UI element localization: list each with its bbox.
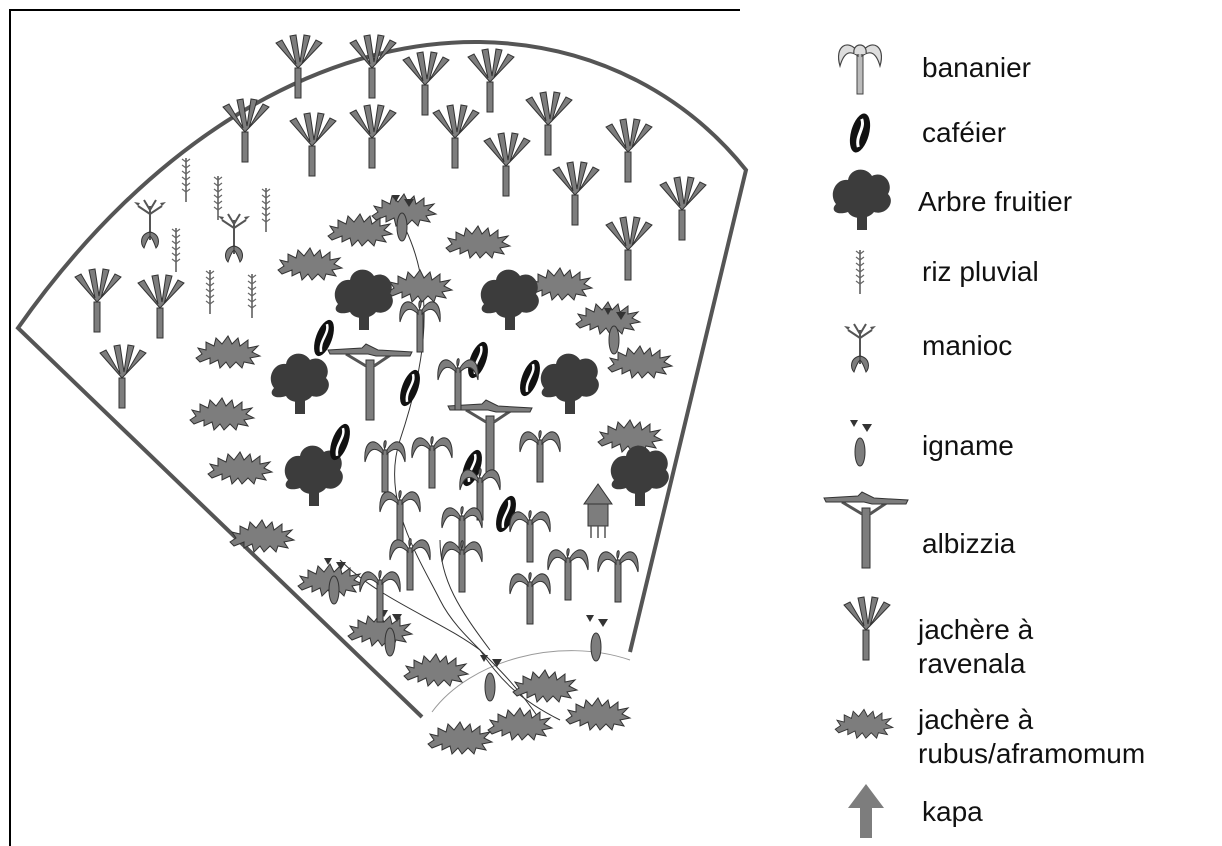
- legend-label-rubus-line1: jachère à: [918, 704, 1033, 736]
- banana-tree-icon: [839, 45, 882, 94]
- ravenala-icon: [844, 597, 890, 660]
- legend-label-ravenala-line1: jachère à: [918, 614, 1033, 646]
- fruit-tree-icon: [833, 170, 891, 230]
- rice-plants: [172, 158, 270, 318]
- legend-label-ravenala-line2: ravenala: [918, 648, 1025, 680]
- legend-label-cafeier: caféier: [922, 117, 1006, 149]
- albizzia-tree-icon: [824, 492, 908, 568]
- yam-icon: [850, 420, 872, 466]
- legend-label-albizzia: albizzia: [922, 528, 1015, 560]
- legend-label-bananier: bananier: [922, 52, 1031, 84]
- kapa-hut: [584, 484, 612, 538]
- rubus-icon: [835, 709, 893, 738]
- legend-label-manioc: manioc: [922, 330, 1012, 362]
- legend-symbols: [824, 45, 908, 838]
- cassava-icon: [844, 324, 876, 372]
- cassava-plants: [134, 200, 250, 262]
- legend-label-rubus-line2: rubus/aframomum: [918, 738, 1145, 770]
- legend-label-riz-pluvial: riz pluvial: [922, 256, 1039, 288]
- legend-label-arbre-fruitier: Arbre fruitier: [918, 186, 1072, 218]
- rice-icon: [856, 250, 864, 294]
- kapa-hut-icon: [848, 784, 884, 838]
- banana-plants: [360, 301, 638, 624]
- coffee-bean-icon: [846, 111, 874, 154]
- legend-label-igname: igname: [922, 430, 1014, 462]
- legend-label-kapa: kapa: [922, 796, 983, 828]
